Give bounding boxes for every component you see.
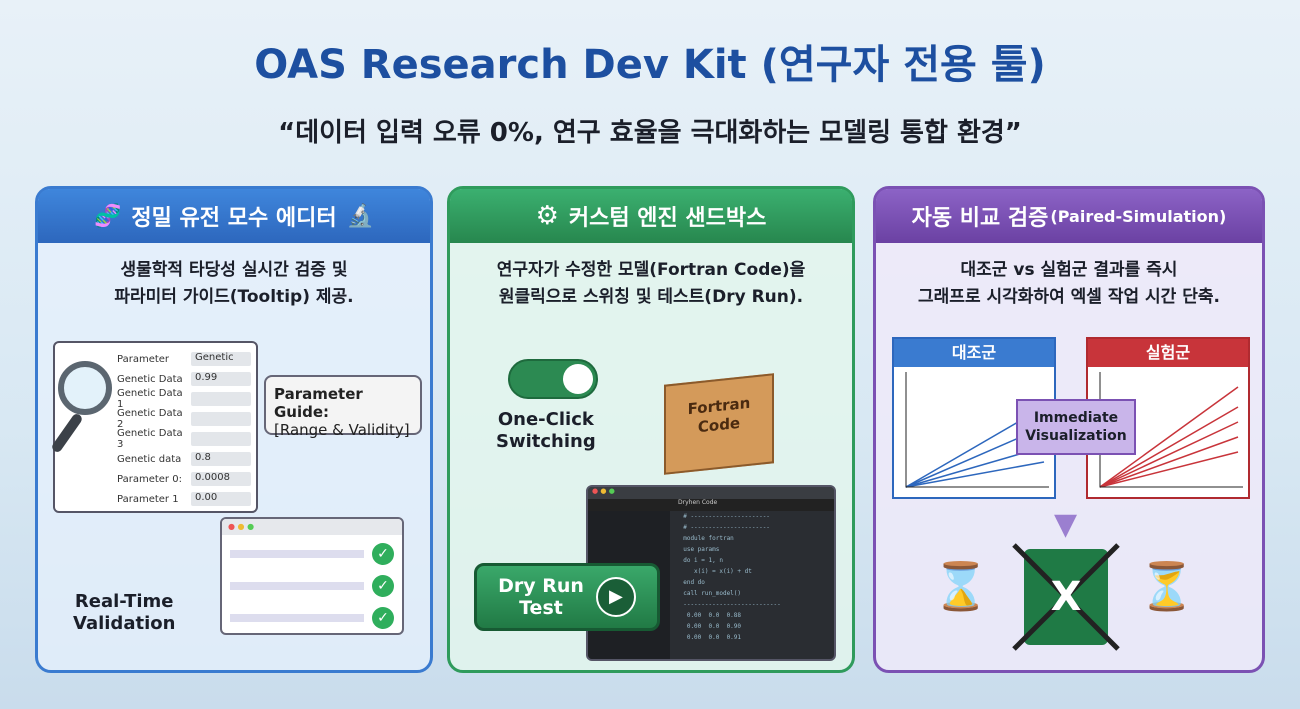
tooltip: Parameter Guide:[Range & Validity]	[264, 375, 422, 439]
cross-out-icon	[1012, 543, 1120, 651]
panel-desc: 대조군 vs 실험군 결과를 즉시	[960, 260, 1178, 280]
play-icon: ▶	[595, 577, 636, 617]
parameter-label: Parameter 0:	[117, 473, 182, 485]
parameter-value[interactable]: 0.00	[191, 492, 251, 506]
parameter-value[interactable]: 0.99	[191, 372, 251, 386]
parameter-value[interactable]	[191, 392, 251, 406]
panel-title: 자동 비교 검증	[911, 206, 1049, 231]
parameter-label: Genetic Data 2	[117, 408, 183, 430]
parameter-row: Genetic Data 3	[117, 428, 256, 450]
editor-tab[interactable]: Dryhen Code	[678, 499, 718, 506]
parameter-value[interactable]	[191, 412, 251, 426]
excel-icon: X	[1012, 543, 1120, 651]
gear-icon: ⚙	[535, 201, 559, 231]
parameter-row: Genetic Data 1	[117, 388, 256, 410]
dna-icon: 🧬	[94, 203, 122, 229]
parameter-value[interactable]: Genetic	[191, 352, 251, 366]
panel-desc: 원클릭으로 스위칭 및 테스트(Dry Run).	[498, 287, 804, 307]
parameter-row: Parameter 0: 0.0008	[117, 469, 256, 489]
parameter-label: Genetic Data	[117, 373, 183, 385]
page-title: OAS Research Dev Kit (연구자 전용 툴)	[254, 42, 1046, 88]
check-icon: ✓	[372, 543, 394, 565]
parameter-label: Parameter 1	[117, 493, 179, 505]
check-icon: ✓	[372, 607, 394, 629]
parameter-label: Genetic Data 1	[117, 388, 183, 410]
tooltip-text: [Range & Validity]	[274, 421, 410, 439]
panel-paired-simulation: 자동 비교 검증(Paired-Simulation) 대조군 vs 실험군 결…	[873, 186, 1265, 673]
tooltip-title: Parameter Guide:	[274, 385, 363, 421]
subtitle: “데이터 입력 오류 0%, 연구 효율을 극대화하는 모델링 통합 환경”	[278, 118, 1022, 148]
panel-desc: 생물학적 타당성 실시간 검증 및	[120, 260, 348, 280]
parameter-value[interactable]	[191, 432, 251, 446]
down-arrow-icon: ▼	[1054, 507, 1078, 542]
parameter-row: Genetic data 0.8	[117, 449, 256, 469]
parameter-row: Parameter Genetic	[117, 349, 256, 369]
panel-desc: 파라미터 가이드(Tooltip) 제공.	[114, 287, 354, 307]
parameter-value[interactable]: 0.0008	[191, 472, 251, 486]
panel-desc: 연구자가 수정한 모델(Fortran Code)을	[496, 260, 806, 280]
panel-desc: 그래프로 시각화하여 엑셀 작업 시간 단축.	[918, 287, 1220, 307]
parameter-row: Genetic Data 0.99	[117, 369, 256, 389]
hourglass-timer-icon: ⏳	[1138, 559, 1196, 613]
panel-title-suffix: (Paired-Simulation)	[1050, 206, 1227, 226]
winged-hourglass-icon: ⌛	[932, 559, 990, 613]
microscope-icon: 🔬	[346, 203, 374, 229]
validation-window: ● ● ● ✓ ✓ ✓	[220, 517, 404, 635]
magnifier-icon	[58, 361, 112, 415]
parameter-row: Genetic Data 2	[117, 408, 256, 430]
panel-title: 커스텀 엔진 샌드박스	[568, 206, 767, 231]
parameter-value[interactable]: 0.8	[191, 452, 251, 466]
parameter-label: Genetic data	[117, 453, 182, 465]
excel-letter: X	[1050, 574, 1082, 620]
parameter-label: Genetic Data 3	[117, 428, 183, 450]
panel-title: 정밀 유전 모수 에디터	[131, 206, 337, 231]
parameter-label: Parameter	[117, 353, 170, 365]
parameter-row: Parameter 1 0.00	[117, 489, 256, 509]
check-icon: ✓	[372, 575, 394, 597]
switch-toggle[interactable]	[508, 359, 598, 399]
